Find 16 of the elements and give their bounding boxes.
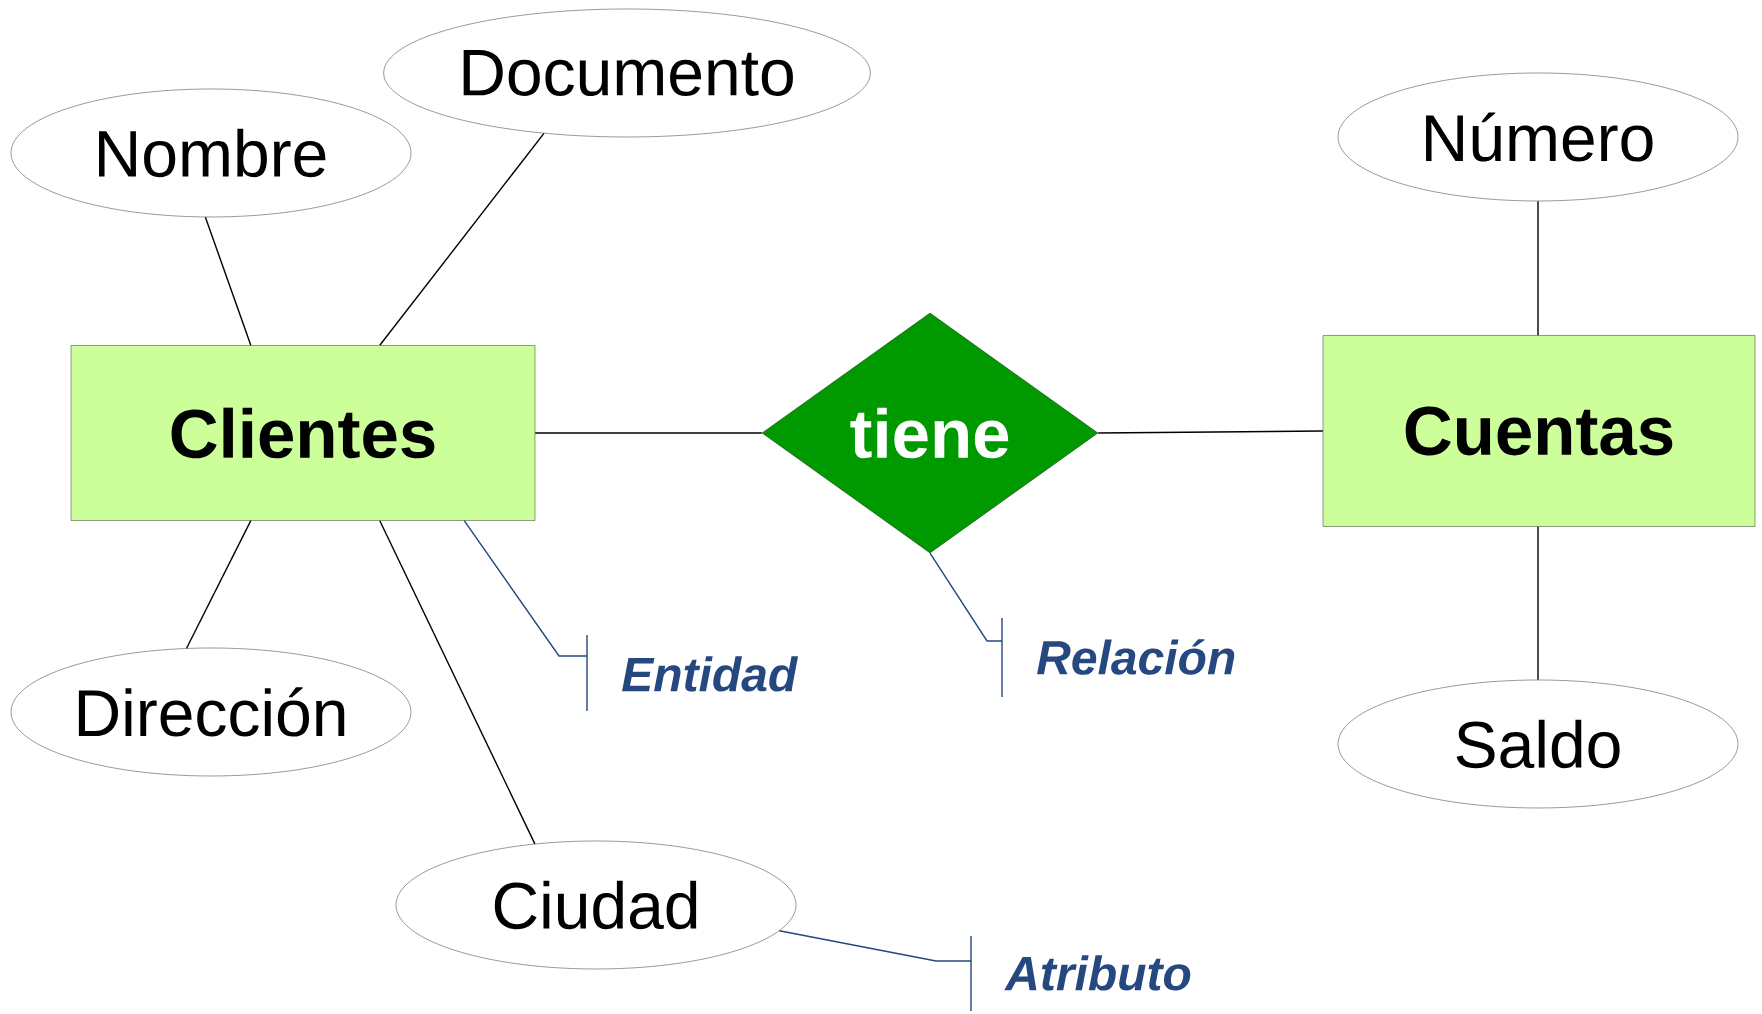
connector-line [185, 519, 252, 649]
connector-line [1097, 430, 1324, 434]
callout-label: Atributo [1004, 955, 1191, 991]
leader-line [778, 930, 972, 1012]
entity-box: Cuentas [1322, 335, 1756, 527]
leader-line [929, 552, 1003, 698]
entity-box: Clientes [70, 345, 536, 521]
connector-line [1537, 525, 1539, 681]
callout-label: Relación [1037, 639, 1235, 675]
leader-line [463, 519, 588, 712]
connector-line [379, 132, 545, 346]
connector-line [534, 432, 763, 434]
connector-line [379, 519, 536, 845]
connector-line [1537, 200, 1539, 336]
callout-label: Entidad [622, 656, 799, 692]
connector-line [204, 216, 252, 346]
